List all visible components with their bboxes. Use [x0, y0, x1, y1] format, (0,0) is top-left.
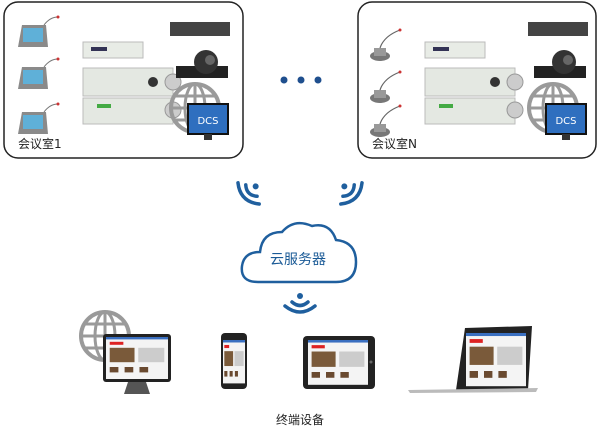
svg-text:DCS: DCS	[555, 116, 576, 127]
dcs-monitor-icon: DCS	[545, 103, 587, 140]
desktop-monitor-icon	[103, 334, 171, 394]
wifi-signal-icon	[329, 171, 369, 211]
conference-room-1: DCS 会议室1	[3, 1, 244, 159]
conference-room-n: DCS 会议室N	[357, 1, 597, 159]
wifi-signal-icon	[283, 291, 317, 314]
network-switch-icon	[170, 22, 230, 36]
terminal-devices-label: 终端设备	[276, 412, 324, 427]
smartphone-icon	[221, 333, 247, 389]
cloud-icon	[240, 221, 358, 284]
network-switch-icon	[528, 22, 588, 36]
cloud-server-label: 云服务器	[270, 252, 326, 268]
dcs-monitor-icon: DCS	[187, 103, 229, 140]
ptz-camera-icon	[534, 50, 586, 78]
room-1-label: 会议室1	[18, 136, 62, 151]
terminal-devices: 终端设备	[79, 310, 538, 427]
ellipsis-dots	[280, 76, 322, 84]
ptz-camera-icon	[176, 50, 228, 78]
room-n-label: 会议室N	[372, 136, 417, 151]
tablet-icon	[303, 336, 375, 389]
cloud-server: 云服务器	[240, 221, 358, 284]
wifi-signal-icon	[231, 171, 271, 211]
laptop-icon	[408, 326, 538, 393]
svg-text:DCS: DCS	[197, 116, 218, 127]
